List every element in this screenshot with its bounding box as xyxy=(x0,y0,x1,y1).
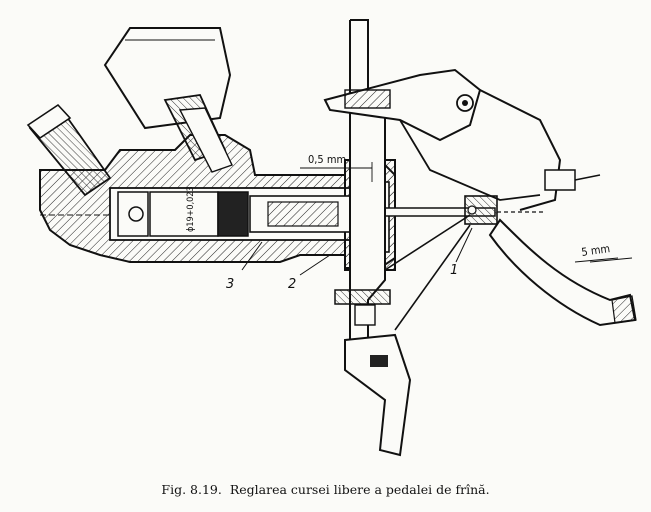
brake-pedal-lever xyxy=(344,214,471,457)
brake-master-cylinder-drawing: 0,5 mm 5 mm ϕ19+0,023 3 2 1 xyxy=(26,19,637,457)
leader-lines xyxy=(241,227,473,276)
pedal-pivot-mechanism xyxy=(323,68,601,211)
inlet-fitting-left xyxy=(26,103,112,216)
part-label-3: 3 xyxy=(226,277,234,292)
figure-number: Fig. 8.19. xyxy=(161,482,222,497)
pedal-arm xyxy=(488,218,637,327)
piston-assembly xyxy=(117,181,390,253)
push-rod xyxy=(354,195,545,225)
figure-caption-text: Reglarea cursei libere a pedalei de frîn… xyxy=(229,482,490,497)
dim-bore-label: ϕ19+0,023 xyxy=(186,186,196,232)
part-label-2: 2 xyxy=(288,277,296,292)
dim-pedal-label: 5 mm xyxy=(581,242,611,259)
dimension-lines xyxy=(300,162,619,263)
dim-gap-label: 0,5 mm xyxy=(308,153,346,166)
fluid-reservoir xyxy=(103,27,233,173)
figure-caption: Fig. 8.19. Reglarea cursei libere a peda… xyxy=(0,482,651,497)
part-label-1: 1 xyxy=(450,263,458,278)
